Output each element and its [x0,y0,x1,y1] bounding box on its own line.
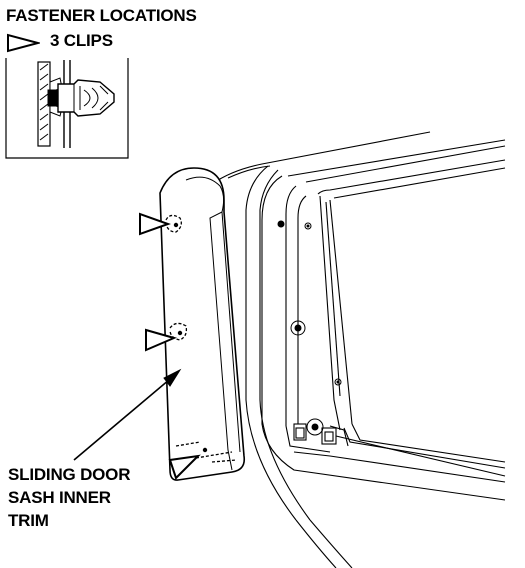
trim-clip-positions [165,214,237,463]
frame-fastener-holes [277,220,342,436]
part-callout-label: SLIDING DOOR SASH INNER TRIM [8,463,130,532]
door-frame-body [211,131,506,568]
frame-hole-4 [334,378,342,386]
frame-hole-2 [304,222,312,230]
clip-outline-upper [165,214,182,233]
callout-line-2: SASH INNER [8,488,111,507]
frame-hole-3 [290,320,306,336]
frame-hole-1 [277,220,285,228]
clip-pointer-upper [139,212,171,236]
triangle-pointer-icon [7,33,40,53]
frame-hole-5 [306,418,324,436]
clip-dot-middle [177,330,183,336]
clip-pointer-lower [168,454,201,480]
diagram-title: FASTENER LOCATIONS [6,6,197,25]
clip-dot-upper [173,222,179,228]
callout-line-3: TRIM [8,511,49,530]
callout-line-1: SLIDING DOOR [8,465,131,484]
clip-pointers [139,212,201,480]
clip-dot-lower [202,447,208,453]
clip-detail-inset [5,58,129,159]
clip-outline-middle [169,322,188,341]
clip-outline-lower [175,441,237,463]
sash-inner-trim-panel [159,167,246,481]
callout-leader-arrow [73,368,182,461]
clip-pointer-middle [145,328,177,352]
legend-clips-text: 3 CLIPS [50,31,113,50]
